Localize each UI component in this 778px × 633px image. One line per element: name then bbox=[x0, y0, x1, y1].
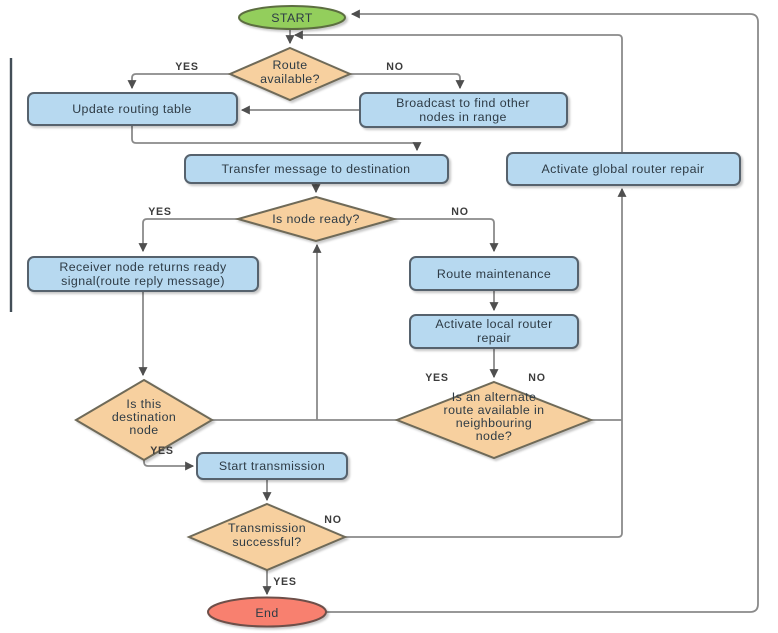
edge-tx-no-loop bbox=[345, 187, 627, 538]
node-is-destination bbox=[74, 378, 214, 462]
edge-route-yes bbox=[127, 73, 230, 90]
node-start bbox=[238, 5, 346, 30]
node-route-maintenance-label: Route maintenance bbox=[437, 267, 551, 281]
node-broadcast bbox=[359, 92, 568, 128]
edge-ready-no bbox=[394, 218, 499, 253]
node-start-transmission bbox=[196, 452, 348, 480]
node-global-router-repair bbox=[506, 152, 741, 186]
label-ready-no: NO bbox=[451, 206, 469, 218]
node-route-available bbox=[227, 46, 353, 102]
label-alternate-no: NO bbox=[528, 372, 546, 384]
label-destination-yes: YES bbox=[150, 445, 174, 457]
label-alternate-yes: YES bbox=[425, 372, 449, 384]
node-is-node-ready bbox=[234, 195, 398, 243]
node-transmission-successful bbox=[186, 502, 348, 572]
node-transmission-successful-label: Transmission bbox=[228, 521, 306, 535]
node-receiver-label: signal(route reply message) bbox=[61, 274, 225, 288]
node-transfer-message bbox=[184, 154, 449, 184]
node-local-repair-label: repair bbox=[477, 331, 511, 345]
node-alternate-route bbox=[394, 380, 594, 460]
node-receiver-label: Receiver node returns ready bbox=[59, 260, 227, 274]
edge-globalrepair-loop bbox=[293, 30, 623, 152]
node-route-maintenance bbox=[409, 256, 579, 291]
node-route-available-label: Route bbox=[272, 58, 307, 72]
label-ready-yes: YES bbox=[148, 206, 172, 218]
nodes: START Route available? Update routing ta… bbox=[27, 5, 741, 628]
edge-end-loop-to-start bbox=[326, 9, 759, 613]
node-receiver-ready-signal bbox=[27, 256, 259, 292]
node-alternate-route-label: node? bbox=[476, 429, 512, 443]
node-local-repair-label: Activate local router bbox=[435, 317, 552, 331]
edge-destination-yes bbox=[143, 460, 195, 471]
node-alternate-route-label: neighbouring bbox=[456, 416, 532, 430]
node-broadcast-label: Broadcast to find other bbox=[396, 96, 530, 110]
edge-update-to-transfer bbox=[131, 125, 422, 152]
edge-labels: YES NO YES NO YES YES NO NO YES bbox=[148, 61, 546, 588]
node-global-repair-label: Activate global router repair bbox=[541, 162, 704, 176]
label-transmission-yes: YES bbox=[273, 576, 297, 588]
node-local-router-repair bbox=[409, 314, 579, 349]
node-is-destination-label: node bbox=[129, 423, 158, 437]
node-transmission-successful-label: successful? bbox=[232, 535, 301, 549]
edge-ready-yes bbox=[138, 218, 238, 253]
node-route-available-label: available? bbox=[260, 72, 320, 86]
node-end bbox=[207, 596, 327, 628]
node-is-destination-label: destination bbox=[112, 410, 176, 424]
node-update-routing-label: Update routing table bbox=[72, 102, 192, 116]
node-alternate-route-label: route available in bbox=[444, 403, 545, 417]
edges bbox=[127, 9, 759, 613]
node-is-node-ready-label: Is node ready? bbox=[272, 212, 360, 226]
label-route-no: NO bbox=[386, 61, 404, 73]
label-transmission-no: NO bbox=[324, 514, 342, 526]
node-is-destination-label: Is this bbox=[126, 397, 161, 411]
node-transfer-label: Transfer message to destination bbox=[222, 162, 411, 176]
node-broadcast-label: nodes in range bbox=[419, 110, 507, 124]
edge-route-no bbox=[350, 73, 465, 90]
label-route-yes: YES bbox=[175, 61, 199, 73]
node-update-routing-table bbox=[27, 92, 238, 126]
node-start-transmission-label: Start transmission bbox=[219, 459, 325, 473]
node-start-label: START bbox=[271, 11, 313, 25]
node-alternate-route-label: Is an alternate bbox=[452, 390, 537, 404]
node-end-label: End bbox=[255, 606, 278, 620]
